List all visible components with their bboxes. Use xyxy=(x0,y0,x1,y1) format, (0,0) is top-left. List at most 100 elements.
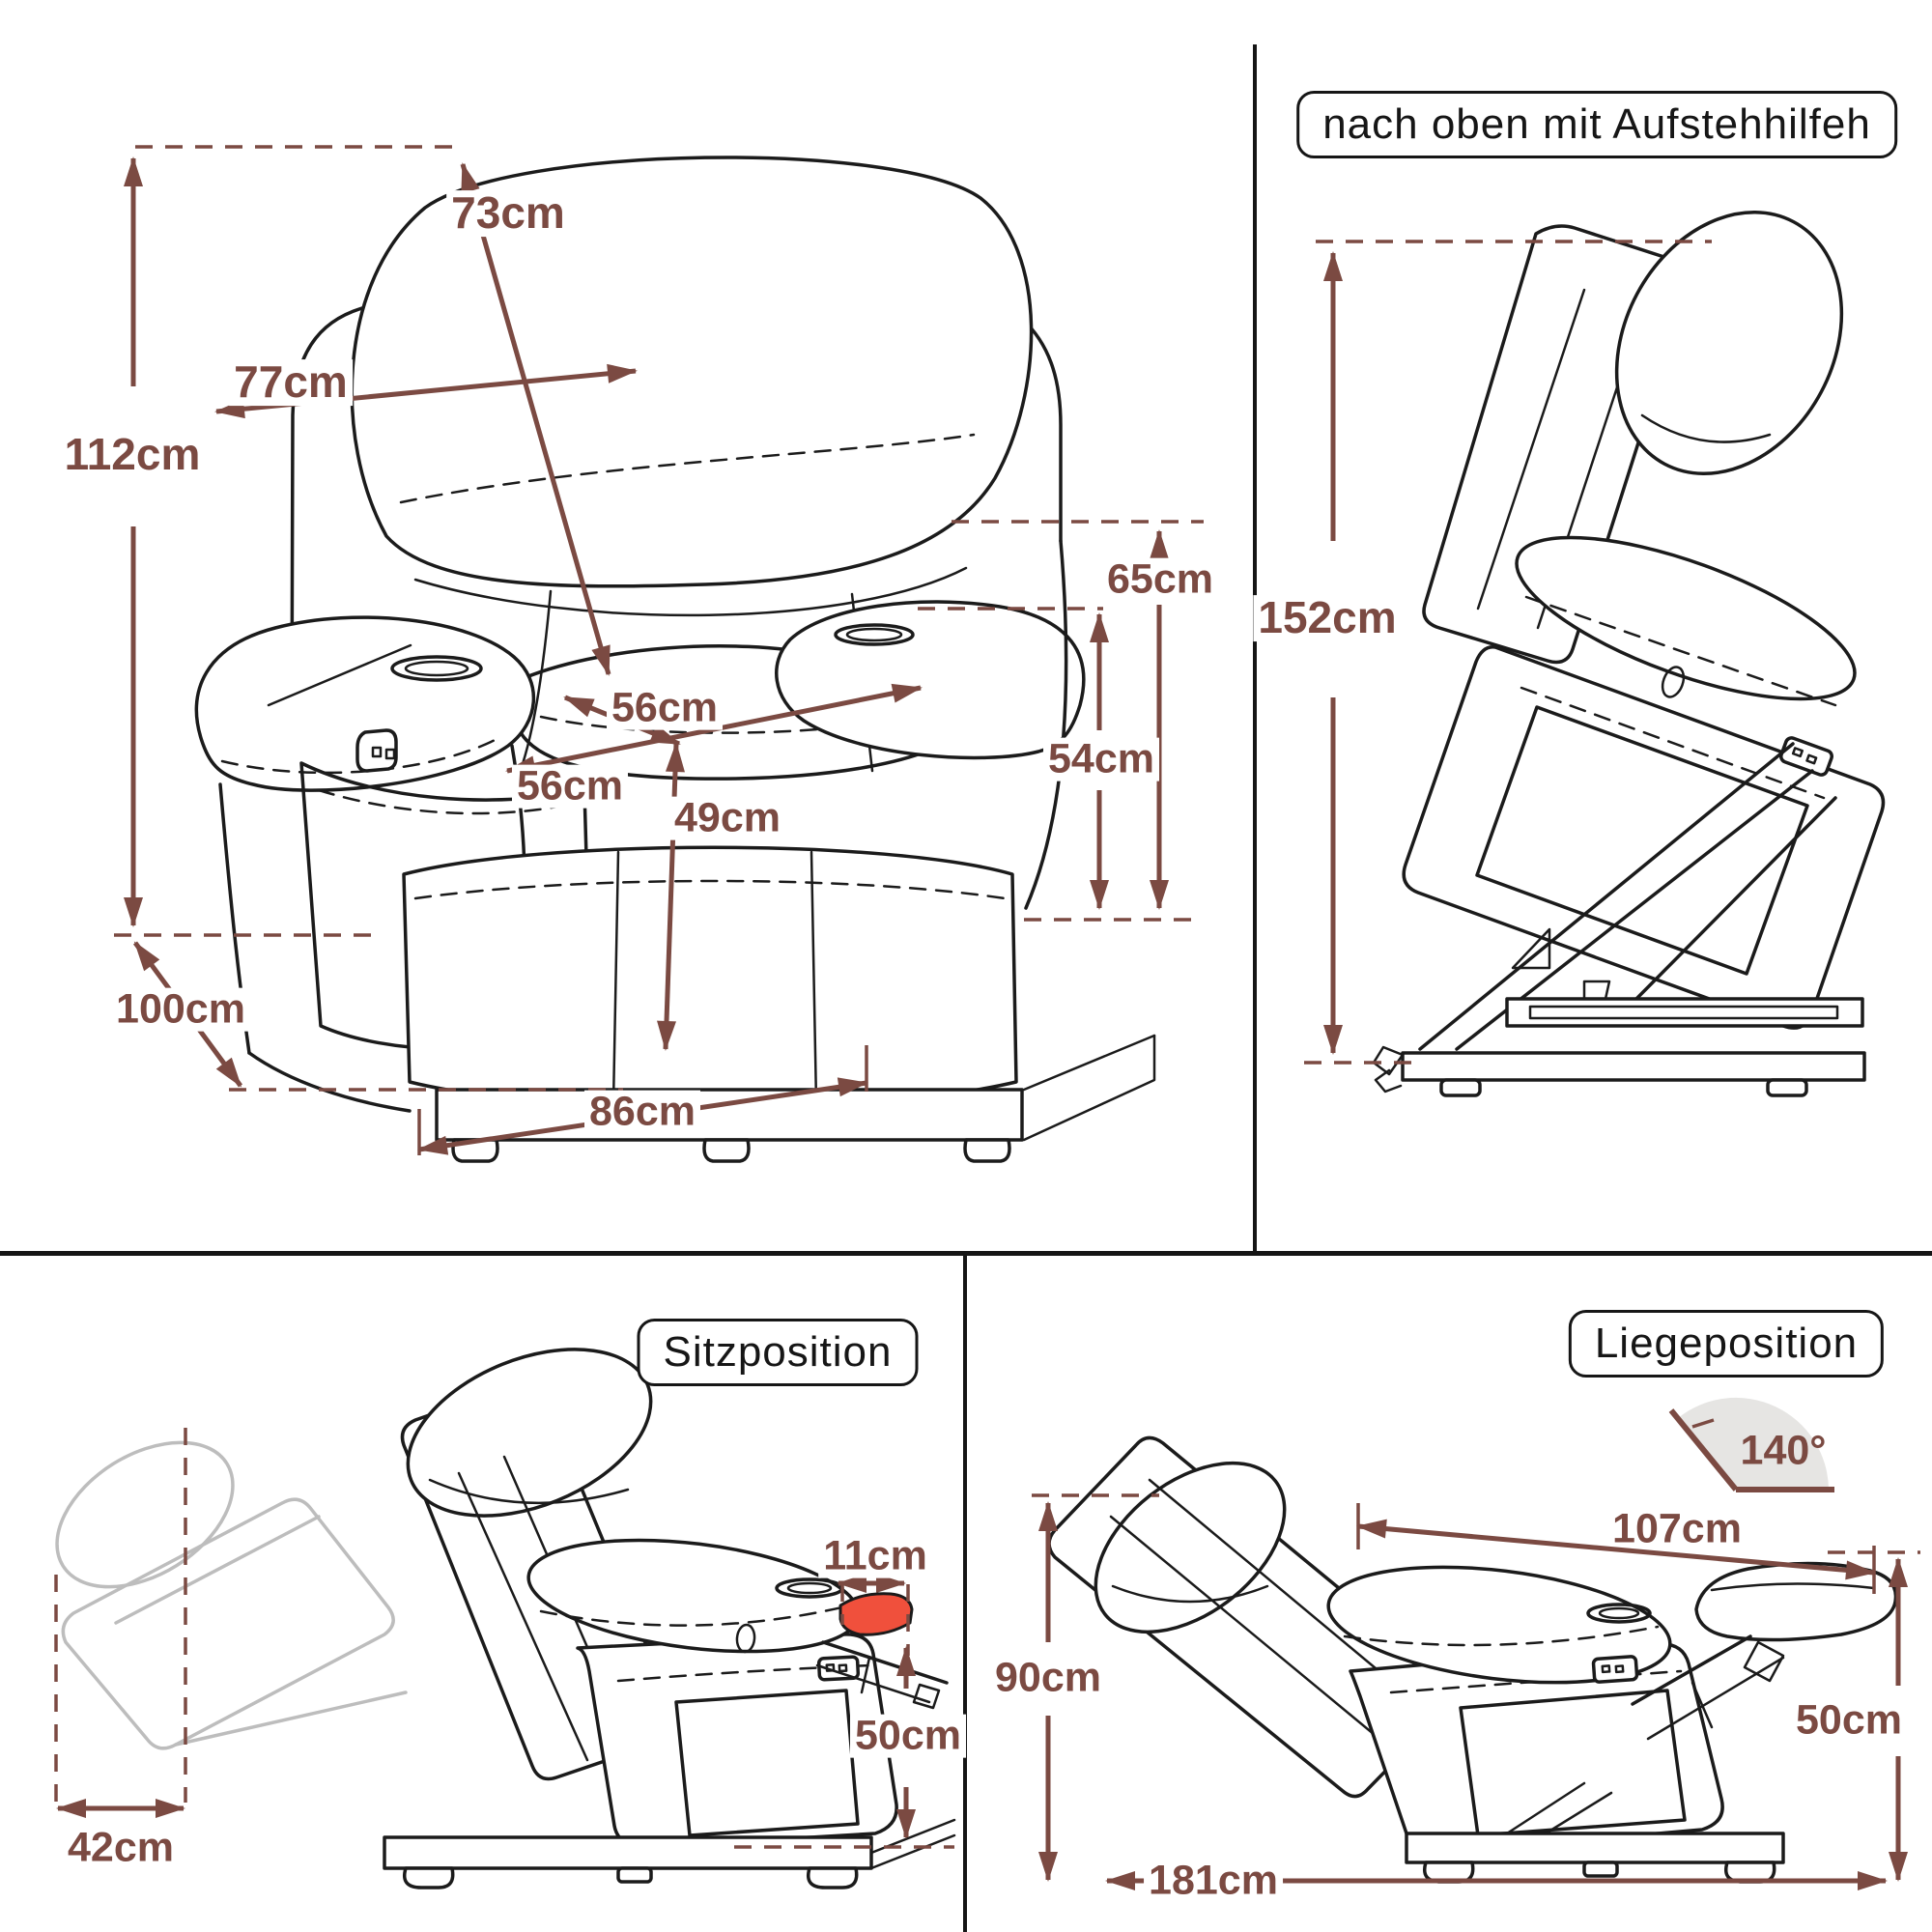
dim-recline-travel: 42cm xyxy=(63,1826,179,1870)
sit-view-chair-art xyxy=(55,1348,956,1889)
dim-backrest-width: 77cm xyxy=(229,358,353,406)
dim-armrest-height: 65cm xyxy=(1102,557,1218,602)
sit-pull-tab xyxy=(735,1623,756,1654)
dim-sit-footrest-height: 50cm xyxy=(850,1714,966,1758)
lift-notch xyxy=(1582,980,1611,1001)
lift-usb-port-1 xyxy=(1791,747,1804,758)
lift-mid-bar-slot xyxy=(1528,1005,1839,1020)
dim-backrest-diagonal: 73cm xyxy=(446,189,570,237)
sit-armrest-seam xyxy=(539,1604,852,1627)
lift-floor-rail xyxy=(1401,1051,1866,1082)
lift-view-chair-art xyxy=(1372,211,1886,1097)
ghost-backrest-seam xyxy=(114,1515,321,1625)
side-pocket-seam xyxy=(317,788,574,815)
dim-recline-footrest-height: 50cm xyxy=(1791,1698,1907,1743)
recline-headrest-seam xyxy=(1111,1584,1269,1604)
sit-linkage-2 xyxy=(815,1663,931,1704)
sit-base-rail xyxy=(383,1835,873,1870)
left-armrest-seam xyxy=(220,734,504,775)
lift-armrest xyxy=(1515,535,1857,701)
lift-front-bracket xyxy=(1372,1045,1405,1094)
sit-caster-right xyxy=(807,1866,859,1889)
recline-base-rail xyxy=(1405,1832,1785,1864)
lift-armrest-seam xyxy=(1524,595,1837,707)
recline-view-chair-art xyxy=(1047,1435,1898,1884)
ghost-backrest xyxy=(61,1497,395,1750)
dim-lying-length: 107cm xyxy=(1612,1505,1742,1552)
seat-height-arrow xyxy=(657,742,685,1051)
sit-caster-left xyxy=(403,1866,455,1889)
recline-footrest-seam xyxy=(1710,1582,1876,1592)
front-view-chair-art xyxy=(194,156,1156,1163)
right-cupholder-inner xyxy=(845,627,903,642)
lift-scissor-strut xyxy=(1634,796,1837,1001)
usb-port-2 xyxy=(384,748,396,760)
recline-footrest-pad xyxy=(1694,1561,1898,1642)
dim-height-total: 112cm xyxy=(59,431,206,478)
sit-view-title: Sitzposition xyxy=(637,1319,919,1386)
lift-pull-tab xyxy=(1661,666,1686,698)
lift-usb-port-2 xyxy=(1805,753,1818,765)
lift-triangle-cutout xyxy=(1511,927,1551,970)
base-side-rail-bottom xyxy=(1022,1034,1156,1142)
dim-backrest-angle: 140° xyxy=(1740,1427,1827,1474)
footrest-top-seam xyxy=(413,879,1007,900)
left-armrest xyxy=(194,615,535,792)
sit-foot-mid xyxy=(616,1866,653,1884)
footrest-seam-1 xyxy=(611,850,620,1105)
recline-linkage-3 xyxy=(1690,1681,1714,1729)
lift-headrest xyxy=(1614,211,1844,475)
lift-mid-bar xyxy=(1505,997,1864,1028)
ghost-seat-line xyxy=(174,1690,408,1747)
lift-view-title: nach oben mit Aufstehhilfeh xyxy=(1296,91,1897,158)
dim-seat-height: 49cm xyxy=(669,796,785,840)
dim-lift-height: 152cm xyxy=(1253,594,1402,641)
dim-seat-width: 56cm xyxy=(512,764,628,809)
recline-cupholder-inner xyxy=(1598,1606,1640,1620)
base-side-rail-top xyxy=(1022,1034,1156,1092)
recline-base-support xyxy=(1505,1781,1613,1835)
recline-armrest-seam xyxy=(1343,1625,1660,1647)
ghost-headrest xyxy=(55,1440,235,1589)
sit-view-dimensions xyxy=(54,1428,954,1849)
recline-headrest xyxy=(1094,1461,1287,1634)
sit-usb-port-2 xyxy=(838,1663,848,1673)
divider-vertical-bottom xyxy=(963,1256,967,1932)
sit-pocket xyxy=(674,1689,860,1837)
dim-depth-total: 100cm xyxy=(111,987,250,1032)
recline-linkage-bracket xyxy=(1743,1640,1785,1683)
sit-linkage-1 xyxy=(821,1640,949,1685)
footrest-seam-2 xyxy=(810,850,818,1105)
dim-seat-depth: 56cm xyxy=(607,686,723,730)
lift-view-dimensions xyxy=(1304,240,1712,1065)
lift-foot-right xyxy=(1766,1078,1808,1097)
right-armrest xyxy=(775,600,1086,760)
lift-scissor-bar-1 xyxy=(1418,742,1795,1051)
recline-usb-port-1 xyxy=(1601,1664,1611,1674)
divider-horizontal xyxy=(0,1251,1932,1256)
dim-recline-backrest-height: 90cm xyxy=(990,1656,1106,1700)
arm-slit xyxy=(267,643,412,707)
recline-linkage-2 xyxy=(1646,1656,1785,1741)
recline-pocket xyxy=(1459,1689,1687,1837)
recline-foot-mid xyxy=(1582,1861,1619,1878)
base-foot-right xyxy=(963,1138,1011,1163)
sit-linkage-3 xyxy=(860,1656,871,1694)
sit-cupholder-inner xyxy=(786,1581,833,1595)
footrest-front xyxy=(402,845,1018,1110)
dim-total-length: 181cm xyxy=(1144,1859,1283,1903)
lift-foot-left xyxy=(1439,1078,1482,1097)
sit-backrest-seam-1 xyxy=(457,1471,589,1762)
sit-linkage-bracket xyxy=(912,1683,941,1710)
recline-cupholder xyxy=(1586,1603,1652,1624)
backrest-diagonal-arrow xyxy=(460,162,611,676)
recline-backrest-seam-1 xyxy=(1109,1515,1393,1750)
angle-line-diagonal xyxy=(1668,1408,1739,1492)
dim-footrest-protrusion: 11cm xyxy=(818,1534,932,1578)
left-front-corner xyxy=(247,1051,412,1113)
recline-body-seam xyxy=(1389,1669,1683,1694)
angle-tick xyxy=(1691,1418,1715,1429)
base-foot-mid xyxy=(702,1138,751,1163)
